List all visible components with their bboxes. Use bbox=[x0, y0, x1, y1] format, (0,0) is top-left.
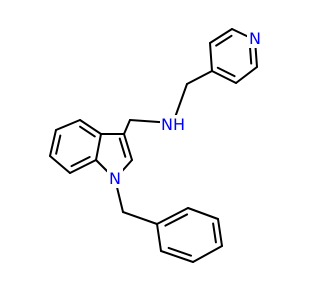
bond-b4-b5 bbox=[192, 245, 223, 263]
atom-label-layer: N NH N bbox=[107, 28, 263, 188]
amine-nh-label: NH bbox=[161, 115, 185, 134]
bond-c6-c7 bbox=[49, 155, 71, 174]
bond-layer bbox=[49, 28, 258, 263]
bond-c3-c2 bbox=[123, 133, 133, 161]
structure-diagram: N NH N bbox=[49, 28, 263, 263]
bond-py3-py4 bbox=[235, 66, 258, 84]
bond-c3a-c4 bbox=[79, 119, 102, 135]
bond-c7a-c3a bbox=[95, 133, 102, 161]
double-bond-inner-b3-b4 bbox=[212, 222, 217, 244]
bond-b1-b2 bbox=[156, 207, 189, 225]
bond-ch2b-c3 bbox=[123, 119, 131, 135]
bond-py5-ch2a bbox=[186, 70, 213, 85]
double-bond-inner-c7-c7a bbox=[70, 156, 91, 168]
double-bond-inner-c3-c2 bbox=[118, 137, 127, 158]
double-bond-inner-c3a-c4 bbox=[79, 125, 96, 138]
bond-py4-py5 bbox=[211, 70, 237, 84]
double-bond-inner-b5-b6 bbox=[167, 246, 193, 257]
bond-py6-py1 bbox=[209, 28, 233, 44]
bond-c5-c6 bbox=[49, 129, 57, 157]
bond-b3-b4 bbox=[217, 218, 223, 247]
pyridine-n-mask bbox=[247, 28, 263, 48]
bond-b2-b3 bbox=[187, 207, 219, 220]
double-bond-inner-b1-b2 bbox=[164, 213, 189, 227]
double-bond-inner-py4-py5 bbox=[216, 66, 236, 78]
double-bond-inner-py6-py1 bbox=[215, 34, 233, 47]
amine-nh-mask bbox=[160, 115, 186, 135]
bond-b6-b1 bbox=[156, 223, 162, 252]
bond-py5-py6 bbox=[209, 42, 213, 72]
indole-nitrogen-label: N bbox=[109, 169, 121, 188]
bond-b5-b6 bbox=[160, 250, 194, 263]
pyridine-nitrogen-label: N bbox=[249, 29, 261, 48]
double-bond-inner-c5-c6 bbox=[55, 134, 62, 155]
bond-c7-c7a bbox=[69, 159, 97, 174]
bond-bch2-b1 bbox=[122, 211, 158, 225]
bond-c4-c5 bbox=[55, 119, 81, 131]
indole-n-mask bbox=[107, 168, 123, 188]
